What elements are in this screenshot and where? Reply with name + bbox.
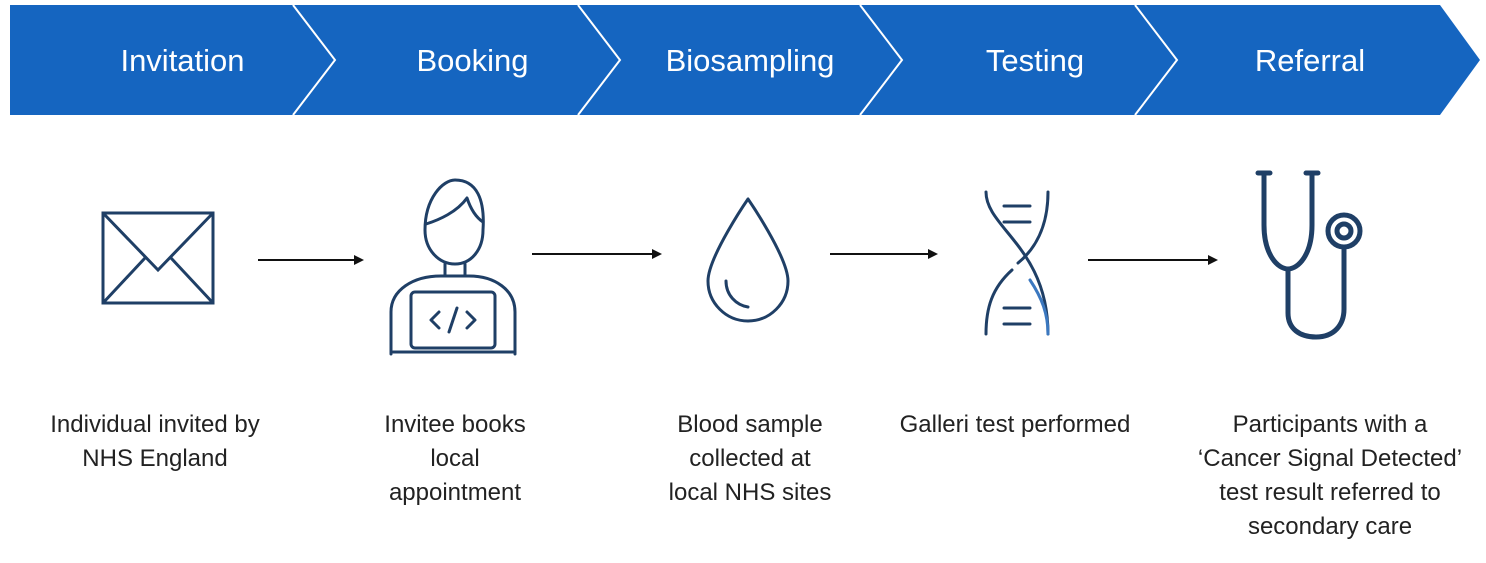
caption-line: local	[430, 445, 480, 472]
caption-line: ‘Cancer Signal Detected’	[1197, 445, 1463, 472]
caption-line: Invitee books	[384, 411, 526, 438]
caption-line: secondary care	[1247, 513, 1413, 540]
step-label-referral: Referral	[1254, 43, 1366, 78]
person-laptop-icon	[389, 178, 517, 356]
caption-biosampling: Blood sample collected at local NHS site…	[640, 408, 860, 510]
caption-line: NHS England	[82, 445, 228, 472]
flow-arrow-2	[532, 249, 662, 259]
caption-line: Galleri test performed	[899, 411, 1131, 438]
step-label-testing: Testing	[985, 43, 1085, 78]
chevron-divider-1	[292, 4, 337, 116]
caption-invitation: Individual invited by NHS England	[20, 408, 290, 476]
banner-background	[10, 5, 1480, 115]
step-label-biosampling: Biosampling	[665, 43, 835, 78]
chevron-divider-2	[577, 4, 622, 116]
caption-line: local NHS sites	[668, 479, 832, 506]
flow-arrow-1	[258, 255, 364, 265]
caption-line: Blood sample	[677, 411, 823, 438]
chevron-divider-3	[859, 4, 904, 116]
stethoscope-icon	[1255, 170, 1363, 340]
caption-line: collected at	[689, 445, 811, 472]
process-banner	[10, 4, 1480, 116]
dna-icon	[984, 190, 1050, 336]
blood-drop-icon	[706, 197, 790, 323]
chevron-divider-4	[1134, 4, 1179, 116]
caption-line: Individual invited by	[50, 411, 260, 438]
caption-line: test result referred to	[1219, 479, 1441, 506]
flow-arrow-3	[830, 249, 938, 259]
caption-testing: Galleri test performed	[875, 408, 1155, 442]
step-label-invitation: Invitation	[120, 43, 245, 78]
envelope-icon	[101, 211, 215, 305]
step-label-booking: Booking	[416, 43, 529, 78]
caption-line: Participants with a	[1232, 411, 1428, 438]
caption-line: appointment	[388, 479, 522, 506]
caption-booking: Invitee books local appointment	[350, 408, 560, 510]
flow-arrow-4	[1088, 255, 1218, 265]
caption-referral: Participants with a ‘Cancer Signal Detec…	[1185, 408, 1475, 544]
